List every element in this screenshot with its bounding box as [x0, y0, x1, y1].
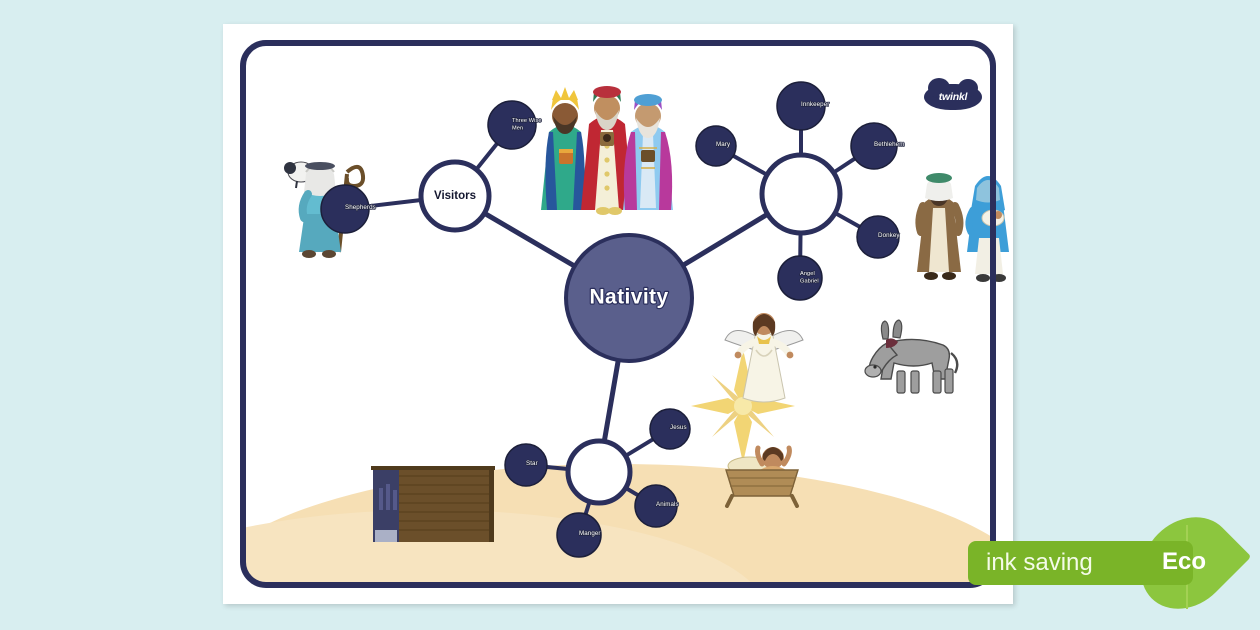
connector-visitors-to-three-wise-men — [473, 140, 500, 173]
leaf-node-innkeeper[interactable]: Innkeeper — [776, 81, 830, 131]
donkey-illustration — [853, 309, 959, 397]
leaf-label-manger: Manger — [579, 530, 601, 537]
leaf-node-jesus[interactable]: Jesus — [649, 408, 691, 450]
eco-badge-bar: ink saving — [968, 541, 1193, 585]
connector-visitors-to-shepherds — [365, 197, 425, 209]
eco-label: Eco — [1161, 548, 1206, 575]
connector-stable-to-star — [543, 464, 572, 472]
twinkl-cloud-shape — [924, 78, 982, 110]
connector-journey-to-mary — [730, 153, 770, 178]
twinkl-logo: twinkl — [924, 78, 982, 110]
connector-stable-to-jesus — [622, 436, 656, 459]
leaf-node-mary[interactable]: Mary — [695, 125, 737, 167]
connector-nativity-to-journey — [679, 211, 771, 269]
leaf-node-shepherds[interactable]: Shepherds — [320, 184, 376, 234]
connector-journey-to-donkey — [832, 210, 863, 230]
leaf-label-mary: Mary — [716, 141, 731, 148]
stable-illustration — [355, 452, 505, 552]
leaf-node-manger[interactable]: Manger — [556, 512, 602, 558]
branch-node-journey[interactable] — [759, 152, 843, 236]
leaf-label-bethlehem: Bethlehem — [874, 141, 904, 148]
leaf-label-animals: Animals — [656, 501, 679, 508]
leaf-label-donkey: Donkey — [878, 232, 900, 239]
branch-node-stable[interactable] — [565, 438, 633, 506]
leaf-label-shepherds: Shepherds — [345, 204, 376, 211]
twinkl-wordmark: twinkl — [938, 91, 968, 103]
leaf-node-star[interactable]: Star — [504, 443, 548, 487]
leaf-node-animals[interactable]: Animals — [634, 484, 679, 528]
connector-nativity-to-visitors — [480, 210, 579, 270]
branch-node-visitors[interactable]: Visitors — [418, 159, 492, 233]
baby-jesus-in-manger-illustration — [718, 432, 812, 508]
connector-journey-to-bethlehem — [830, 156, 858, 176]
central-node-nativity[interactable]: Nativity — [564, 233, 694, 363]
leaf-node-bethlehem[interactable]: Bethlehem — [850, 122, 905, 170]
leaf-label-star: Star — [526, 460, 538, 467]
three-wise-men-illustration — [531, 72, 683, 224]
leaf-node-donkey[interactable]: Donkey — [856, 215, 901, 259]
ink-saving-eco-badge: ink saving Eco — [968, 498, 1252, 628]
leaf-label-jesus: Jesus — [670, 424, 687, 431]
ink-saving-label: ink saving — [986, 549, 1093, 576]
connector-nativity-to-stable — [601, 356, 621, 445]
leaf-label-innkeeper: Innkeeper — [801, 101, 829, 108]
angel-illustration — [721, 294, 807, 404]
